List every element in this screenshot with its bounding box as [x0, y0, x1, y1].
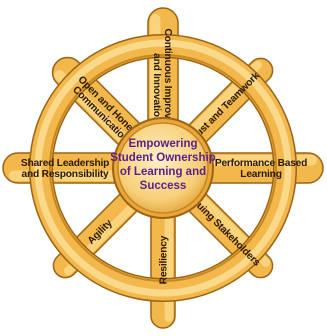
- hub-line-4: Success: [140, 180, 187, 192]
- spoke-label-line: and Responsibility: [22, 169, 110, 180]
- spoke-label-line: Continuous Improvement: [162, 29, 173, 149]
- spoke-label-line: Resiliency: [159, 235, 170, 284]
- hub-line-3: of Learning and: [120, 166, 206, 178]
- hub-label: Empowering Student Ownership of Learning…: [110, 138, 215, 192]
- hub-line-2: Student Ownership: [110, 152, 215, 164]
- wheel-rim-inner-shadow: [49, 54, 277, 282]
- spoke-label-line: Shared Leadership: [21, 158, 109, 169]
- spoke-label-line: Performance Based: [215, 158, 307, 169]
- spoke-label-bottom: Resiliency: [159, 235, 170, 284]
- spoke-label-line: Learning: [240, 169, 281, 180]
- hub: [117, 122, 209, 214]
- hub-line-1: Empowering: [128, 138, 197, 150]
- wheel-rim-highlight: [34, 39, 292, 297]
- spoke-label-line: and Innovation: [151, 53, 162, 123]
